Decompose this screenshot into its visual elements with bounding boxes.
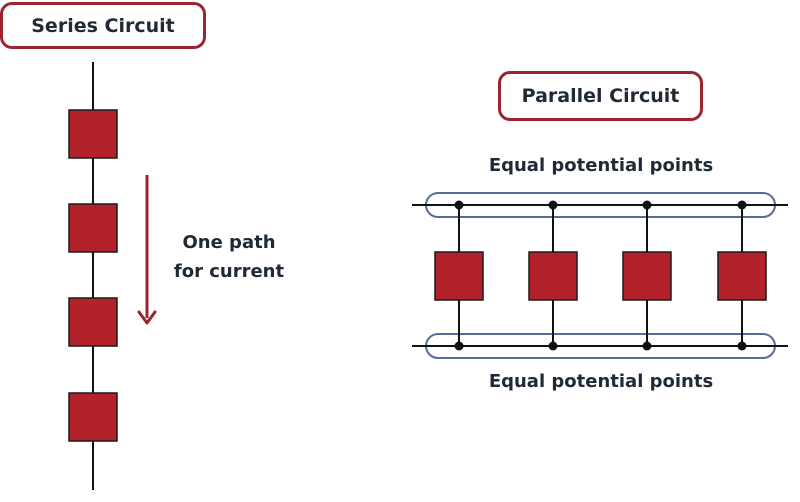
parallel-resistor-4 bbox=[717, 251, 767, 301]
series-circuit bbox=[68, 62, 157, 490]
bottom-node-3 bbox=[642, 341, 652, 351]
bottom-node-4 bbox=[737, 341, 747, 351]
bottom-node-2 bbox=[548, 341, 558, 351]
parallel-resistor-2 bbox=[528, 251, 578, 301]
top-equal-potential-label: Equal potential points bbox=[488, 155, 714, 176]
top-node-2 bbox=[548, 200, 558, 210]
parallel-circuit-title: Parallel Circuit bbox=[498, 71, 703, 121]
bottom-equal-potential-label: Equal potential points bbox=[488, 371, 714, 392]
current-arrow-head bbox=[137, 310, 157, 325]
bottom-node-1 bbox=[454, 341, 464, 351]
series-resistor-2 bbox=[68, 203, 118, 253]
top-node-1 bbox=[454, 200, 464, 210]
top-node-3 bbox=[642, 200, 652, 210]
current-label-line-1: One path bbox=[182, 232, 276, 253]
top-node-4 bbox=[737, 200, 747, 210]
current-path-label: One path for current bbox=[164, 228, 294, 286]
parallel-resistor-3 bbox=[622, 251, 672, 301]
current-label-line-2: for current bbox=[173, 261, 285, 282]
parallel-circuit bbox=[412, 192, 788, 359]
series-resistor-3 bbox=[68, 297, 118, 347]
parallel-resistor-1 bbox=[434, 251, 484, 301]
series-resistor-4 bbox=[68, 392, 118, 442]
series-circuit-title: Series Circuit bbox=[0, 2, 206, 49]
series-resistor-1 bbox=[68, 109, 118, 159]
